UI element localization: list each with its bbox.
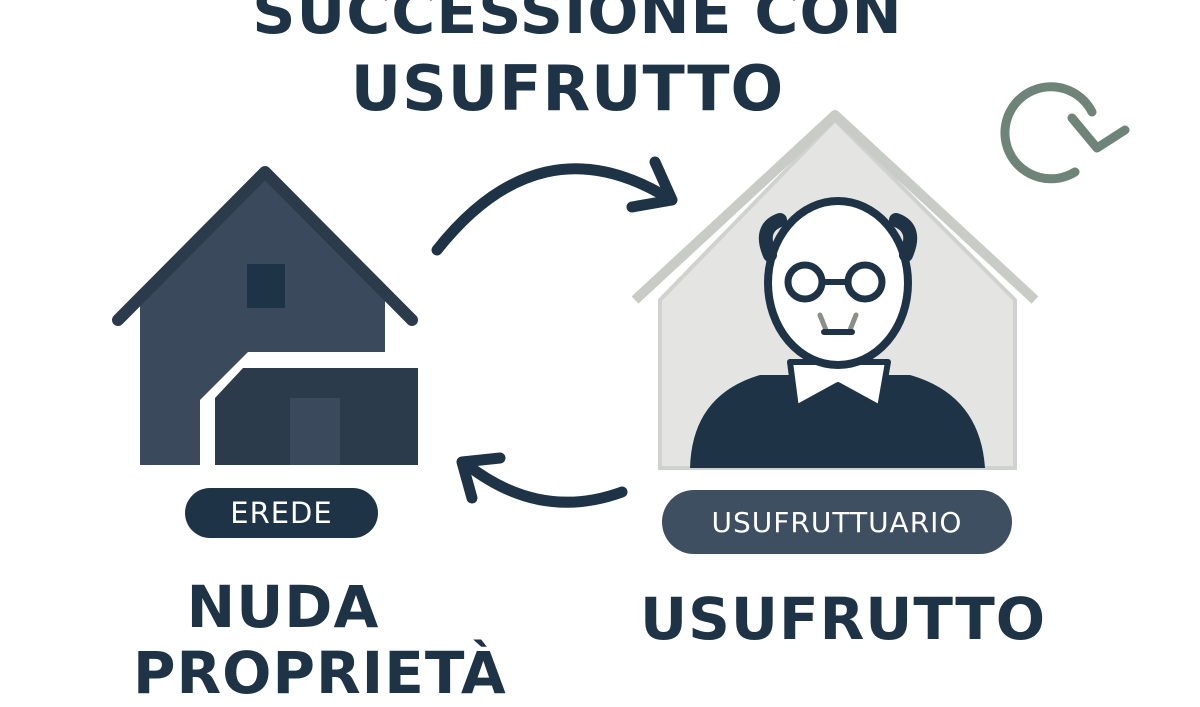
curved-arrow-right-icon xyxy=(431,156,678,256)
house-icon xyxy=(112,166,418,465)
title-line-1: SUCCESSIONE CON xyxy=(252,0,903,48)
label-line-2: PROPRIETÀ xyxy=(133,639,507,707)
erede-badge: EREDE xyxy=(185,488,378,538)
usufruttuario-badge: USUFRUTTUARIO xyxy=(662,490,1012,554)
nuda-proprieta-label: NUDA PROPRIETÀ xyxy=(133,573,507,707)
usufrutto-label: USUFRUTTO xyxy=(640,585,1047,653)
curved-arrow-left-icon xyxy=(456,452,628,508)
title-line-2: USUFRUTTO xyxy=(350,52,785,125)
label-line-1: NUDA xyxy=(186,573,380,641)
elderly-person-house-icon xyxy=(631,110,1039,470)
refresh-icon[interactable] xyxy=(1000,82,1130,184)
